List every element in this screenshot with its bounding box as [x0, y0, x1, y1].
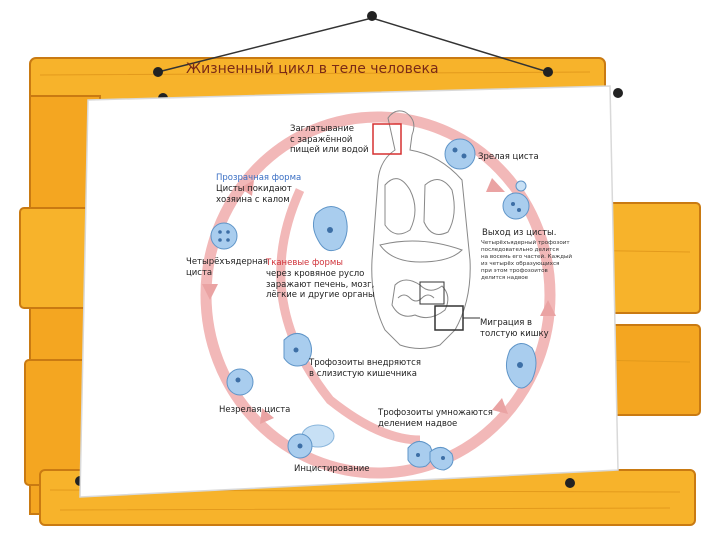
label-exit-detail: Четырёхъядерный трофозоит последовательн… [481, 240, 573, 281]
label-transparent-form-detail: Цисты покидают хозяина с калом [216, 184, 292, 205]
label-immature-cyst: Незрелая циста [219, 405, 291, 415]
label-transparent-form-title: Прозрачная форма [216, 173, 302, 183]
label-trophozoites-invade: Трофозоиты внедряются в слизистую кишечн… [309, 358, 421, 379]
immature-cyst-icon [226, 368, 254, 396]
paper-card [79, 85, 619, 498]
label-swallowing: Заглатывание с заражённой пищей или водо… [290, 124, 369, 155]
excysting-cyst-icon [502, 180, 530, 220]
label-exit-title: Выход из цисты. [482, 228, 557, 238]
label-trophozoites-multiply: Трофозоиты умножаются делением надвое [378, 408, 493, 429]
page-title: Жизненный цикл в теле человека [186, 61, 439, 77]
tissue-form-icon [312, 206, 348, 252]
intestine-highlight-box [419, 281, 445, 305]
encysting-form-icon [287, 424, 335, 459]
label-mature-cyst: Зрелая циста [478, 152, 539, 162]
dividing-trophozoite-icon [407, 441, 454, 471]
label-migration: Миграция в толстую кишку [480, 318, 549, 339]
label-encystment: Инцистирование [294, 464, 370, 474]
label-tissue-form-detail: через кровяное русло заражают печень, мо… [266, 269, 375, 300]
label-tissue-form-title: Тканевые формы [266, 258, 343, 268]
migrating-trophozoite-icon [506, 343, 537, 389]
trophozoite-in-mucosa-icon [283, 333, 312, 367]
four-nucleus-cyst-icon [210, 222, 238, 250]
label-four-nucleus-cyst: Четырёхъядерная циста [186, 257, 268, 278]
human-body-illustration [371, 110, 471, 349]
cycle-ring [200, 111, 556, 479]
mouth-highlight-box [372, 123, 402, 155]
mature-cyst-icon [444, 138, 476, 170]
